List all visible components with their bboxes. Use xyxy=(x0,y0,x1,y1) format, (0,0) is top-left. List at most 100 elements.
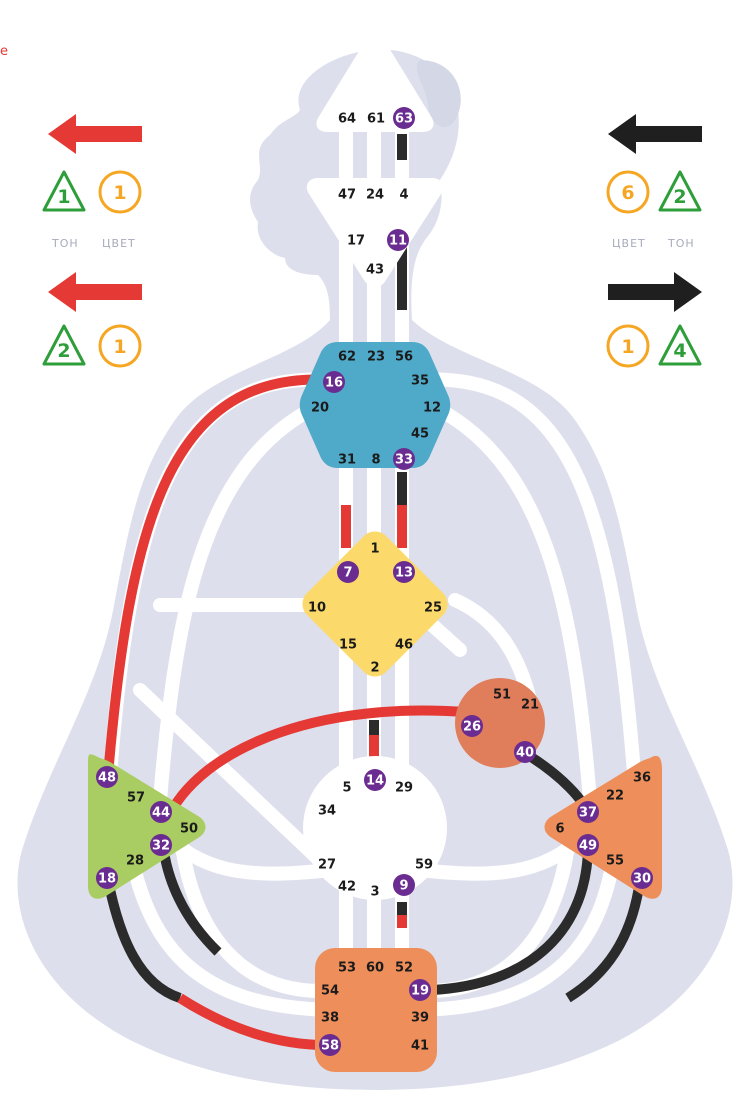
gate-31: 31 xyxy=(338,453,356,468)
active-gate-marker xyxy=(514,741,536,763)
gate-number: 40 xyxy=(516,746,534,761)
gate-number: 5 xyxy=(342,781,351,796)
left-caption-tone: ТОН xyxy=(52,237,79,250)
active-gate-marker xyxy=(393,561,415,583)
gate-number: 35 xyxy=(411,374,429,389)
gate-62: 62 xyxy=(338,350,356,365)
gate-3: 3 xyxy=(370,885,379,900)
active-gate-marker xyxy=(393,448,415,470)
root-center xyxy=(315,948,437,1072)
gate-number: 44 xyxy=(152,806,170,821)
gate-7: 7 xyxy=(337,561,359,583)
gate-54: 54 xyxy=(321,984,339,999)
active-gate-marker xyxy=(393,874,415,896)
active-gate-marker xyxy=(96,766,118,788)
gate-number: 58 xyxy=(321,1039,339,1054)
gate-number: 37 xyxy=(579,806,597,821)
active-gate-marker xyxy=(461,715,483,737)
gate-number: 30 xyxy=(633,872,651,887)
gate-33: 33 xyxy=(393,448,415,470)
left-top-tone-value: 1 xyxy=(57,186,70,208)
gate-number: 28 xyxy=(126,854,144,869)
gate-5: 5 xyxy=(342,781,351,796)
gate-number: 55 xyxy=(606,854,624,869)
right-top-arrow-icon xyxy=(600,108,710,160)
gate-20: 20 xyxy=(311,401,329,416)
spleen-center xyxy=(88,754,206,899)
left-top-color-badge: 1 xyxy=(96,168,144,216)
corner-label: e xyxy=(0,44,8,59)
gate-number: 57 xyxy=(127,791,145,806)
gate-number: 18 xyxy=(98,872,116,887)
left-top-color-value: 1 xyxy=(113,182,126,204)
gate-44: 44 xyxy=(150,801,172,823)
gate-number: 15 xyxy=(339,638,357,653)
gate-number: 12 xyxy=(423,401,441,416)
active-gate-marker xyxy=(96,867,118,889)
gate-number: 64 xyxy=(338,112,356,127)
gate-21: 21 xyxy=(521,698,539,713)
gate-56: 56 xyxy=(395,350,413,365)
left-top-arrow-icon xyxy=(40,108,150,160)
gate-23: 23 xyxy=(367,350,385,365)
gate-number: 7 xyxy=(343,566,352,581)
active-gate-marker xyxy=(150,834,172,856)
gate-52: 52 xyxy=(395,961,413,976)
gate-number: 25 xyxy=(424,601,442,616)
gate-64: 64 xyxy=(338,112,356,127)
gate-37: 37 xyxy=(577,801,599,823)
active-gate-marker xyxy=(409,979,431,1001)
left-bottom-color-badge: 1 xyxy=(96,322,144,370)
active-gate-marker xyxy=(364,769,386,791)
right-bottom-tone-badge: 4 xyxy=(656,322,704,370)
gate-35: 35 xyxy=(411,374,429,389)
gate-number: 41 xyxy=(411,1039,429,1054)
gate-number: 27 xyxy=(318,858,336,873)
gate-number: 36 xyxy=(633,771,651,786)
gate-number: 46 xyxy=(395,638,413,653)
gate-15: 15 xyxy=(339,638,357,653)
active-gate-marker xyxy=(577,834,599,856)
gate-47: 47 xyxy=(338,188,356,203)
right-top-tone-value: 2 xyxy=(673,186,686,208)
gate-number: 24 xyxy=(366,188,384,203)
gate-36: 36 xyxy=(633,771,651,786)
gate-1: 1 xyxy=(370,542,379,557)
right-top-color-badge: 6 xyxy=(604,168,652,216)
gate-number: 38 xyxy=(321,1011,339,1026)
active-gate-marker xyxy=(393,107,415,129)
gate-number: 22 xyxy=(606,789,624,804)
left-bottom-tone-value: 2 xyxy=(57,340,70,362)
gate-59: 59 xyxy=(415,858,433,873)
gate-27: 27 xyxy=(318,858,336,873)
gate-number: 13 xyxy=(395,566,413,581)
gate-34: 34 xyxy=(318,804,336,819)
gate-number: 2 xyxy=(370,661,379,676)
gate-number: 3 xyxy=(370,885,379,900)
gate-number: 54 xyxy=(321,984,339,999)
gate-number: 19 xyxy=(411,984,429,999)
gate-13: 13 xyxy=(393,561,415,583)
gate-number: 60 xyxy=(366,961,384,976)
gate-11: 11 xyxy=(387,229,409,251)
gate-22: 22 xyxy=(606,789,624,804)
gate-number: 56 xyxy=(395,350,413,365)
gate-58: 58 xyxy=(319,1034,341,1056)
gate-38: 38 xyxy=(321,1011,339,1026)
gate-number: 34 xyxy=(318,804,336,819)
gate-26: 26 xyxy=(461,715,483,737)
gate-number: 59 xyxy=(415,858,433,873)
gate-2: 2 xyxy=(370,661,379,676)
left-caption-color: ЦВЕТ xyxy=(102,237,136,250)
hair-bun-shape xyxy=(416,60,461,128)
gate-number: 39 xyxy=(411,1011,429,1026)
gate-number: 61 xyxy=(367,112,385,127)
gate-number: 1 xyxy=(370,542,379,557)
gate-9: 9 xyxy=(393,874,415,896)
active-gate-marker xyxy=(577,801,599,823)
sacral-center xyxy=(303,756,447,900)
gate-53: 53 xyxy=(338,961,356,976)
gate-24: 24 xyxy=(366,188,384,203)
